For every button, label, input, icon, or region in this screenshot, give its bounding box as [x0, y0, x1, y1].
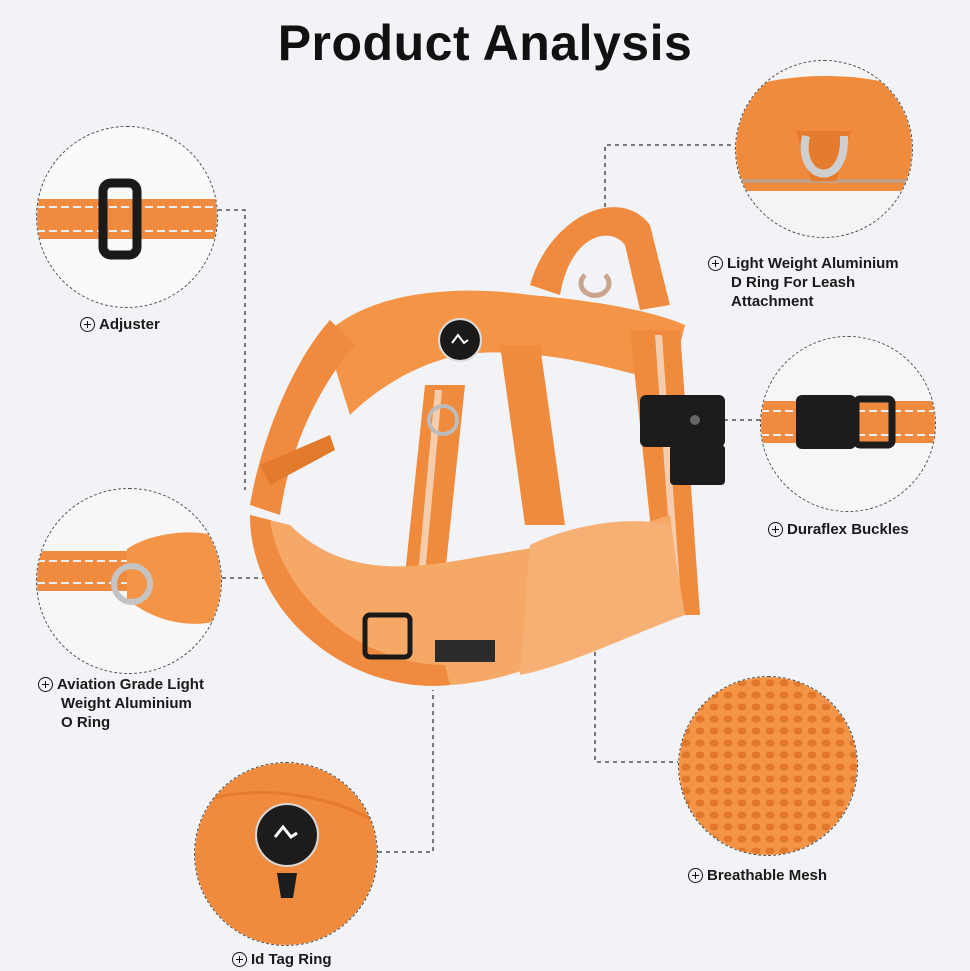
page-title: Product Analysis	[277, 15, 693, 71]
breathable-mesh-label: Breathable Mesh	[688, 866, 827, 885]
breathable-mesh-detail-image	[678, 676, 858, 856]
duraflex-buckles-label: Duraflex Buckles	[768, 520, 909, 539]
duraflex-buckle-detail-image	[760, 336, 936, 512]
id-tag-ring-label: Id Tag Ring	[232, 950, 332, 969]
plus-circle-icon	[688, 868, 703, 883]
o-ring-label: Aviation Grade Light Weight Aluminium O …	[38, 675, 204, 732]
plus-circle-icon	[708, 256, 723, 271]
d-ring-detail-image	[735, 60, 913, 238]
id-tag-ring-detail-image	[194, 762, 378, 946]
plus-circle-icon	[38, 677, 53, 692]
adjuster-detail-image	[36, 126, 218, 308]
d-ring-label: Light Weight Aluminium D Ring For Leash …	[708, 254, 899, 311]
adjuster-label: Adjuster	[80, 315, 160, 334]
plus-circle-icon	[768, 522, 783, 537]
o-ring-detail-image	[36, 488, 222, 674]
plus-circle-icon	[80, 317, 95, 332]
harness-product-image	[250, 207, 725, 686]
plus-circle-icon	[232, 952, 247, 967]
